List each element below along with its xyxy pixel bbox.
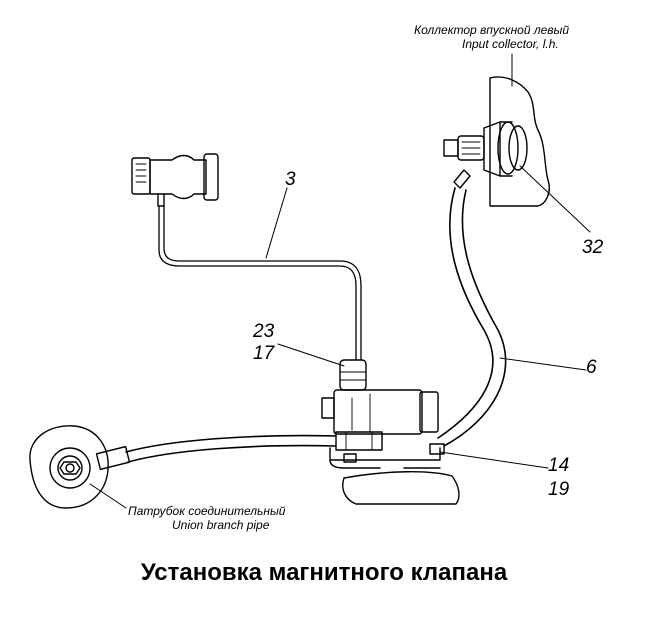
intake-collector — [489, 76, 550, 207]
solenoid-valve — [321, 359, 439, 451]
union-label-ru: Патрубок соединительный — [128, 504, 286, 518]
callout-23: 23 — [253, 321, 275, 342]
union-label-en: Union branch pipe — [172, 518, 270, 532]
lower-hose — [95, 434, 337, 471]
manifold-fitting — [443, 121, 528, 177]
mounting-bracket — [329, 443, 460, 505]
callout-17: 17 — [253, 343, 275, 364]
union-branch-pipe — [29, 425, 109, 509]
upper-left-connector — [131, 153, 219, 207]
leader-lines — [89, 53, 591, 509]
callout-19: 19 — [548, 479, 570, 500]
hose-6 — [437, 169, 507, 447]
diagram-title: Установка магнитного клапана — [140, 559, 508, 586]
callout-32: 32 — [582, 237, 604, 258]
callout-6: 6 — [586, 357, 597, 378]
callout-14: 14 — [548, 455, 570, 476]
callout-3: 3 — [285, 169, 296, 190]
collector-label-ru: Коллектор впускной левый — [414, 23, 570, 37]
collector-label-en: Input collector, l.h. — [462, 37, 559, 51]
tube-3 — [158, 205, 362, 361]
